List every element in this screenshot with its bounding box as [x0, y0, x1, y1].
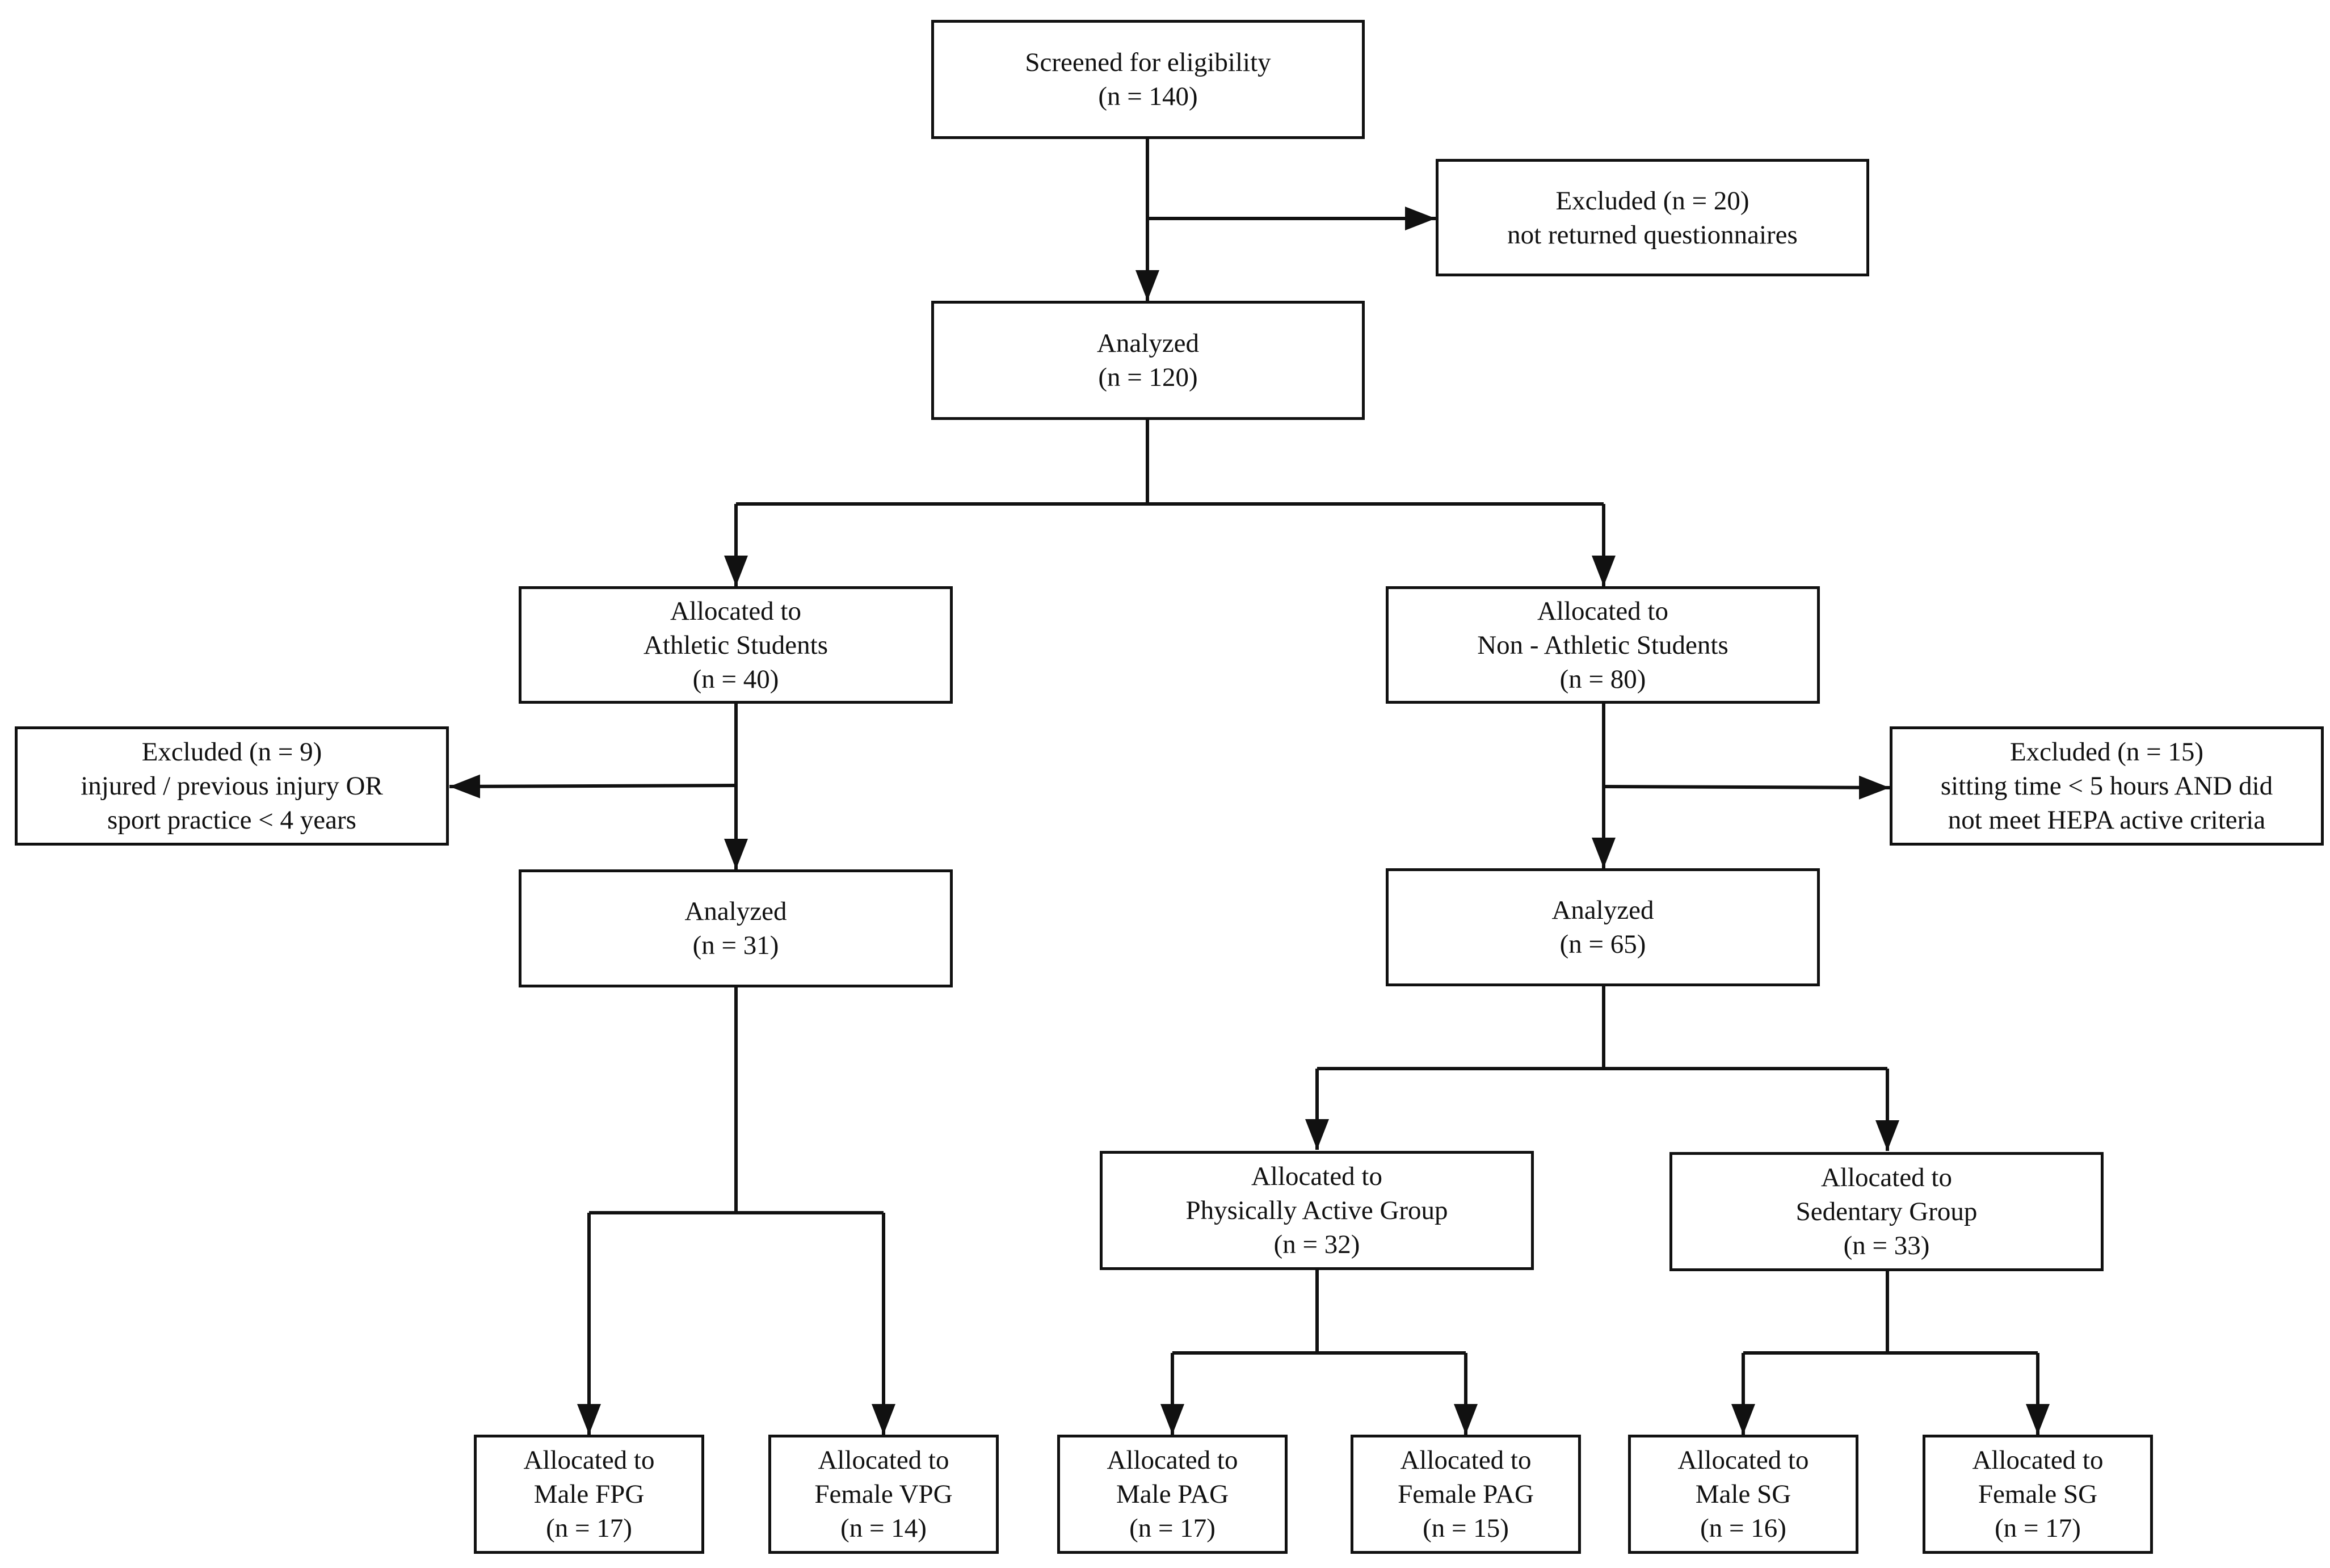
box-male-fpg-count: (n = 17) [546, 1514, 632, 1543]
box-excluded-athletic-title: Excluded (n = 9) [141, 737, 322, 767]
box-athletic: Allocated to Athletic Students (n = 40) [519, 586, 953, 704]
box-analyzed-total: Analyzed (n = 120) [931, 301, 1365, 420]
box-excluded-1: Excluded (n = 20) not returned questionn… [1436, 159, 1869, 276]
box-excluded-1-title: Excluded (n = 20) [1555, 186, 1749, 216]
box-female-vpg-line1: Allocated to [818, 1445, 949, 1475]
box-male-sg-count: (n = 16) [1700, 1514, 1786, 1543]
box-excluded-athletic-reason-1: injured / previous injury OR [81, 771, 383, 801]
box-analyzed-non-athletic: Analyzed (n = 65) [1386, 868, 1820, 986]
box-male-sg: Allocated to Male SG (n = 16) [1628, 1435, 1858, 1554]
box-excluded-non-athletic-reason-1: sitting time < 5 hours AND did [1940, 771, 2273, 801]
box-excluded-athletic-reason-2: sport practice < 4 years [107, 805, 356, 835]
box-male-pag-count: (n = 17) [1129, 1514, 1216, 1543]
box-female-vpg-count: (n = 14) [840, 1514, 927, 1543]
box-physically-active-count: (n = 32) [1273, 1230, 1360, 1259]
box-male-pag: Allocated to Male PAG (n = 17) [1057, 1435, 1288, 1554]
box-male-fpg-line1: Allocated to [523, 1445, 655, 1475]
box-male-pag-line1: Allocated to [1107, 1445, 1238, 1475]
box-female-sg: Allocated to Female SG (n = 17) [1923, 1435, 2153, 1554]
box-excluded-non-athletic-reason-2: not meet HEPA active criteria [1948, 805, 2266, 835]
box-male-sg-line2: Male SG [1695, 1479, 1791, 1509]
arrow-to-excluded-athletic [449, 774, 737, 798]
box-physically-active-line2: Physically Active Group [1185, 1196, 1448, 1225]
box-excluded-non-athletic-title: Excluded (n = 15) [2009, 737, 2204, 767]
box-male-pag-line2: Male PAG [1116, 1479, 1229, 1509]
box-female-pag: Allocated to Female PAG (n = 15) [1351, 1435, 1581, 1554]
box-analyzed-non-athletic-count: (n = 65) [1559, 930, 1646, 959]
box-female-sg-line2: Female SG [1978, 1479, 2098, 1509]
box-sedentary-line1: Allocated to [1820, 1163, 1952, 1192]
box-analyzed-athletic-title: Analyzed [684, 897, 787, 926]
box-female-pag-count: (n = 15) [1423, 1514, 1509, 1543]
box-female-pag-line1: Allocated to [1400, 1445, 1532, 1475]
box-female-pag-line2: Female PAG [1398, 1479, 1534, 1509]
box-male-sg-line1: Allocated to [1677, 1445, 1809, 1475]
box-male-fpg: Allocated to Male FPG (n = 17) [474, 1435, 704, 1554]
box-athletic-line1: Allocated to [670, 596, 801, 626]
box-athletic-line2: Athletic Students [643, 630, 828, 660]
box-non-athletic: Allocated to Non - Athletic Students (n … [1386, 586, 1820, 704]
box-female-sg-count: (n = 17) [1995, 1514, 2081, 1543]
box-physically-active: Allocated to Physically Active Group (n … [1100, 1151, 1534, 1270]
box-male-fpg-line2: Male FPG [533, 1479, 645, 1509]
box-screened-count: (n = 140) [1098, 82, 1198, 111]
box-analyzed-total-count: (n = 120) [1098, 363, 1198, 392]
box-analyzed-athletic: Analyzed (n = 31) [519, 869, 953, 987]
box-analyzed-athletic-count: (n = 31) [692, 931, 779, 960]
box-excluded-non-athletic: Excluded (n = 15) sitting time < 5 hours… [1890, 726, 2324, 846]
box-female-vpg-line2: Female VPG [814, 1479, 953, 1509]
box-sedentary-count: (n = 33) [1843, 1231, 1930, 1260]
box-non-athletic-count: (n = 80) [1559, 664, 1646, 694]
box-athletic-count: (n = 40) [692, 664, 779, 694]
box-analyzed-total-title: Analyzed [1096, 329, 1200, 358]
box-non-athletic-line1: Allocated to [1537, 596, 1668, 626]
box-female-sg-line1: Allocated to [1972, 1445, 2104, 1475]
box-analyzed-non-athletic-title: Analyzed [1551, 896, 1654, 925]
box-screened: Screened for eligibility (n = 140) [931, 20, 1365, 139]
box-excluded-1-reason: not returned questionnaires [1507, 220, 1798, 250]
box-physically-active-line1: Allocated to [1251, 1162, 1382, 1191]
box-sedentary-line2: Sedentary Group [1795, 1197, 1978, 1226]
box-female-vpg: Allocated to Female VPG (n = 14) [768, 1435, 999, 1554]
box-non-athletic-line2: Non - Athletic Students [1477, 630, 1728, 660]
box-screened-title: Screened for eligibility [1025, 48, 1271, 77]
box-excluded-athletic: Excluded (n = 9) injured / previous inju… [15, 726, 449, 846]
arrow-to-excluded-non-athletic [1603, 775, 1890, 800]
box-sedentary: Allocated to Sedentary Group (n = 33) [1669, 1152, 2104, 1271]
